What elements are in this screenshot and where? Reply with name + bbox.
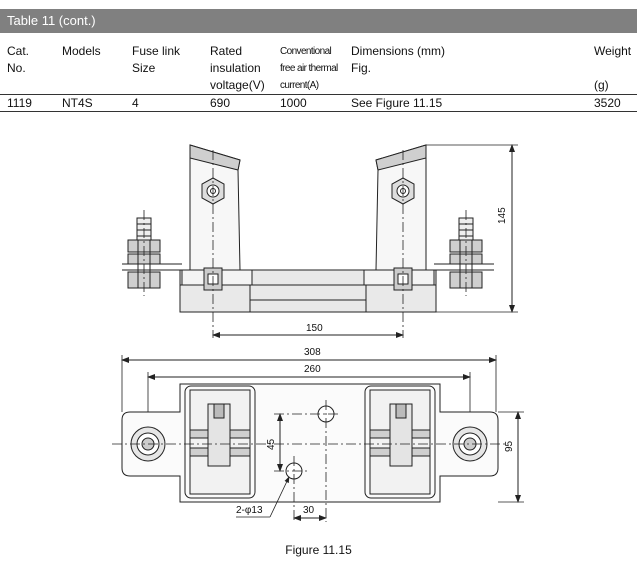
dim-308: 308 bbox=[304, 347, 321, 358]
dim-95: 95 bbox=[504, 440, 515, 452]
dim-260: 260 bbox=[304, 364, 321, 375]
cell-fuse-link-size: 4 bbox=[132, 96, 139, 110]
cell-voltage: 690 bbox=[210, 96, 231, 110]
cell-model: NT4S bbox=[62, 96, 93, 110]
header-fuse-link: Fuse link Size bbox=[132, 44, 181, 75]
header-rule bbox=[0, 94, 637, 95]
header-models: Models bbox=[62, 44, 101, 58]
row-rule bbox=[0, 111, 637, 112]
dim-45: 45 bbox=[266, 438, 277, 450]
header-dimensions: Dimensions (mm) Fig. bbox=[351, 44, 446, 75]
header-weight: Weight (g) bbox=[594, 44, 632, 92]
table-title: Table 11 (cont.) bbox=[0, 9, 637, 33]
cell-weight: 3520 bbox=[594, 96, 621, 110]
header-rated: Rated insulation voltage(V) bbox=[210, 44, 265, 92]
dim-150: 150 bbox=[306, 323, 323, 334]
side-view bbox=[122, 144, 518, 338]
header-cat: Cat. No. bbox=[7, 44, 30, 75]
cell-figure-ref: See Figure 11.15 bbox=[351, 96, 443, 110]
header-conventional: Conventional free air thermal current(A) bbox=[280, 46, 338, 91]
cell-current: 1000 bbox=[280, 96, 307, 110]
dim-145: 145 bbox=[497, 207, 508, 224]
cell-cat-no: 1119 bbox=[7, 96, 32, 110]
figure-caption: Figure 11.15 bbox=[285, 543, 352, 557]
top-view bbox=[112, 355, 524, 522]
dim-30: 30 bbox=[303, 505, 315, 516]
dim-hole: 2-φ13 bbox=[236, 505, 263, 516]
